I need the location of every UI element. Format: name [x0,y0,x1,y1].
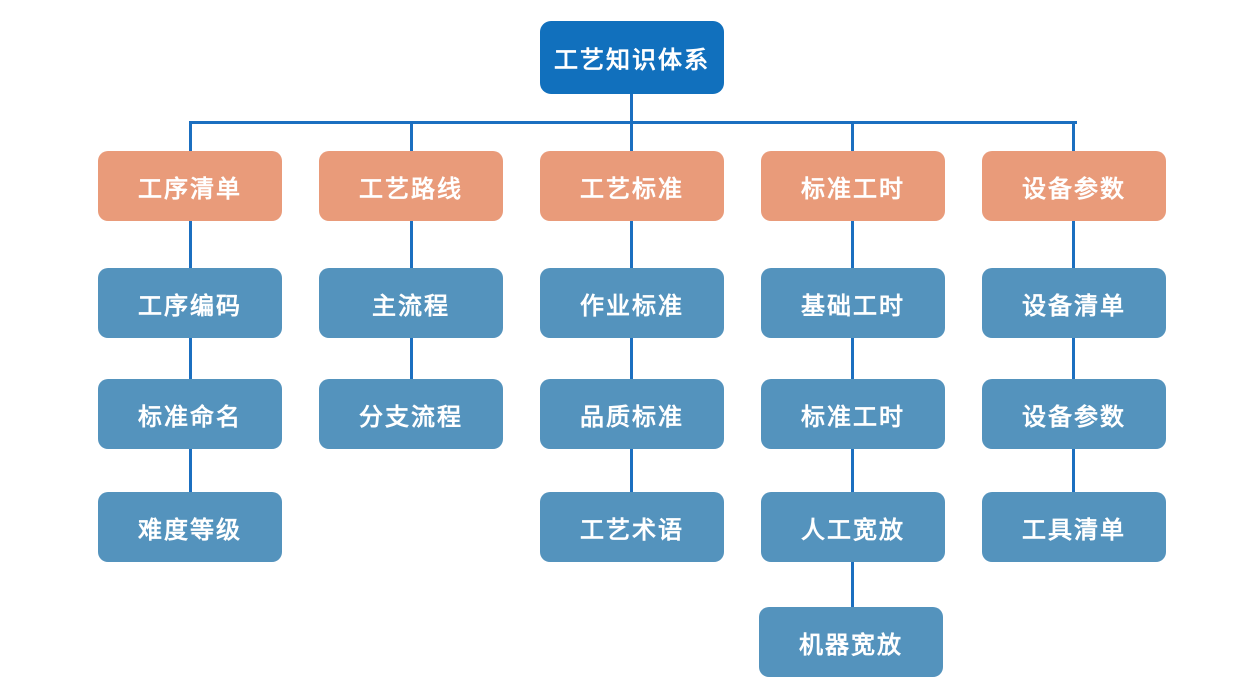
node-child: 难度等级 [98,492,282,562]
node-child: 分支流程 [319,379,503,449]
node-root: 工艺知识体系 [540,21,724,94]
node-child: 设备参数 [982,379,1166,449]
node-header-equipment-params: 设备参数 [982,151,1166,221]
node-header-process-standard: 工艺标准 [540,151,724,221]
node-child: 标准工时 [761,379,945,449]
node-child: 工序编码 [98,268,282,338]
node-child: 人工宽放 [761,492,945,562]
node-child: 主流程 [319,268,503,338]
connector-column-2 [410,121,413,414]
node-child: 工具清单 [982,492,1166,562]
node-child: 机器宽放 [759,607,943,677]
node-child: 作业标准 [540,268,724,338]
node-child: 基础工时 [761,268,945,338]
node-child: 标准命名 [98,379,282,449]
node-header-process-list: 工序清单 [98,151,282,221]
connector-root-stem [630,93,633,123]
node-child: 设备清单 [982,268,1166,338]
node-header-standard-hours: 标准工时 [761,151,945,221]
node-child: 工艺术语 [540,492,724,562]
connector-bus [189,121,1077,124]
node-header-process-route: 工艺路线 [319,151,503,221]
node-child: 品质标准 [540,379,724,449]
